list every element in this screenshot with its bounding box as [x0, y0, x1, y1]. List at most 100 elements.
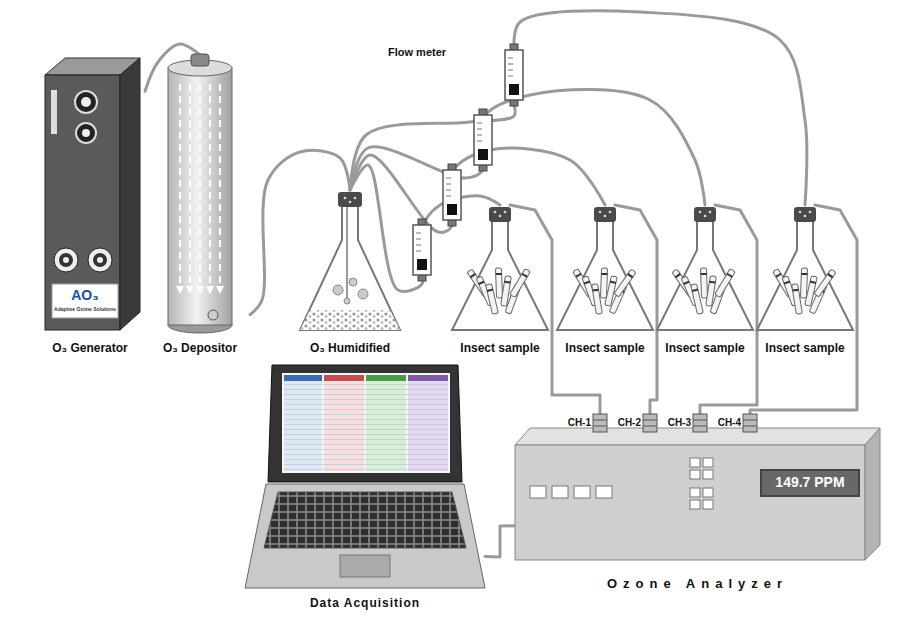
ozone-generator [75, 91, 97, 113]
ozone-analyzer-body [703, 470, 713, 479]
sample-flask: Insect sample [755, 205, 855, 357]
gas-tube [514, 11, 807, 205]
ozone-depositor [219, 84, 221, 290]
laptop [284, 382, 448, 471]
insect-vials [600, 268, 607, 298]
flow-meters [413, 219, 431, 281]
insect-vials [701, 273, 707, 275]
ozone-analyzer-body [690, 500, 700, 509]
channel-ports [643, 426, 657, 427]
laptop [282, 373, 450, 473]
channel-ports [743, 420, 757, 421]
node-label: Insect sample [662, 340, 747, 357]
sample-flasks [757, 207, 853, 330]
insect-vials [467, 268, 836, 314]
insect-vials [715, 269, 736, 298]
ozone-generator [45, 58, 140, 330]
gas-tube [250, 150, 350, 314]
humidifier-flask [300, 205, 400, 330]
logo-tagline: Adaptive Ozone Solutions [52, 306, 118, 312]
insect-vials [470, 274, 475, 277]
channel-label: CH-2 [611, 417, 641, 429]
insect-vials [479, 282, 484, 284]
laptop [408, 375, 448, 381]
node-label: Insect sample [562, 340, 647, 357]
ozone-analyzer-body [865, 428, 880, 560]
humidifier-flask [344, 298, 350, 304]
insect-vials [776, 274, 781, 277]
ozone-generator [45, 75, 120, 330]
channel-label: CH-3 [661, 417, 691, 429]
node-label: Data Acquisition [307, 595, 423, 612]
laptop [340, 555, 390, 577]
node-label: O₃ Generator [49, 340, 131, 357]
laptop [245, 365, 485, 588]
insect-vials [814, 269, 836, 297]
humidifier-flask [338, 192, 362, 207]
ozone-depositor [208, 310, 218, 320]
sample-flask: Insect sample [450, 205, 550, 357]
ozone-analyzer-body [515, 445, 865, 560]
ozone-analyzer-body [574, 486, 590, 498]
channel-ports [693, 414, 707, 432]
insect-vials [828, 274, 833, 277]
flow-meters [474, 109, 492, 171]
ozone-analyzer-body [703, 458, 713, 467]
insect-vials [601, 273, 607, 275]
insect-vials [700, 268, 707, 298]
node-label: O₃ Depositor [160, 340, 240, 357]
insect-vials [496, 273, 502, 275]
ozone-depositor [179, 84, 181, 290]
ozone-analyzer-body [530, 486, 546, 498]
insect-vials [684, 282, 689, 284]
ozone-analyzer-body [690, 458, 700, 467]
node-label: O₃ Humidified [307, 340, 393, 357]
insect-vials [610, 282, 616, 283]
insect-vials [709, 281, 715, 284]
ozone-analyzer-body [552, 486, 568, 498]
channel-ports [593, 414, 757, 432]
humidifier-flask [349, 278, 357, 286]
ozone-analyzer-body [703, 488, 713, 497]
node-label: Flow meter [385, 45, 449, 61]
ozone-generator [120, 58, 140, 330]
sample-flask: Insect sample [555, 205, 655, 357]
flow-meter: Flow meter [385, 45, 530, 105]
humidifier-flask [358, 289, 368, 299]
laptop [245, 484, 485, 588]
node-label: Ozone Analyzer [604, 575, 791, 593]
ozone-generator [97, 257, 103, 263]
depositor-cylinder: O₃ Depositor [150, 55, 250, 357]
insect-vials [628, 274, 633, 277]
insect-vials [510, 269, 531, 298]
laptop [284, 375, 322, 381]
laptop [324, 375, 364, 381]
node-label: 149.7 PPM [772, 473, 847, 493]
laptop [366, 375, 406, 381]
humidifier-flask [300, 310, 400, 330]
humidifier-flask [354, 197, 357, 200]
insect-vials [793, 289, 799, 292]
channel-ports [643, 420, 657, 421]
ozone-depositor [191, 54, 209, 66]
insect-vials [522, 274, 527, 277]
flow-meters [443, 164, 461, 226]
insect-vials [487, 290, 493, 291]
humidifier-flask [344, 197, 347, 200]
insect-vials [495, 268, 502, 298]
ozone-depositor [199, 84, 201, 290]
humidifier-flask [349, 201, 352, 204]
insect-vials [584, 282, 590, 284]
ozone-depositor [209, 84, 211, 290]
ozone-analyzer-body [515, 428, 880, 560]
gas-tube [350, 90, 705, 205]
channel-ports [693, 426, 707, 427]
ozone-generator [63, 257, 69, 263]
ozone-depositor [180, 84, 220, 290]
channel-ports [743, 426, 757, 427]
humidifier-flask [346, 207, 348, 300]
flow-meters [505, 44, 523, 106]
channel-label: CH-1 [561, 417, 591, 429]
analyzer-display: 149.7 PPM [760, 469, 860, 497]
